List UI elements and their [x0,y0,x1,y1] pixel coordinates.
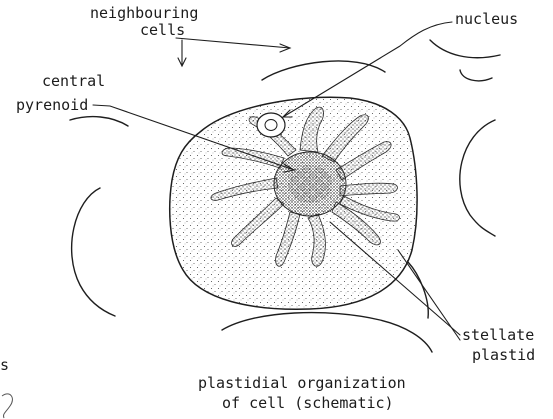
nucleus [257,113,285,137]
neighbour-cell-right [460,120,495,236]
label-stellate: stellate [462,326,534,344]
neighbour-cell-left [72,188,115,316]
neighbour-cell-right-small [460,70,492,81]
label-cells: cells [140,21,185,39]
neighbour-cell-bottom [222,313,432,352]
neighbour-cell-upper-left [70,117,128,126]
label-nucleus: nucleus [455,10,518,28]
label-plastid: plastid [472,346,535,364]
caption-line-1: plastidial organization [198,374,406,392]
caption-line-2: of cell (schematic) [222,394,394,412]
label-pyrenoid: pyrenoid [16,96,88,114]
label-neighbouring: neighbouring [90,4,198,22]
margin-fragment: s [0,356,9,374]
margin-scribble [2,394,12,418]
label-central: central [42,72,105,90]
neighbour-cell-top [262,61,385,80]
main-cell [170,97,417,309]
leader-neighbouring [176,38,290,48]
leader-stellate-2 [398,250,460,340]
neighbour-cell-top-right [430,40,500,58]
pyrenoid-core [288,165,332,203]
